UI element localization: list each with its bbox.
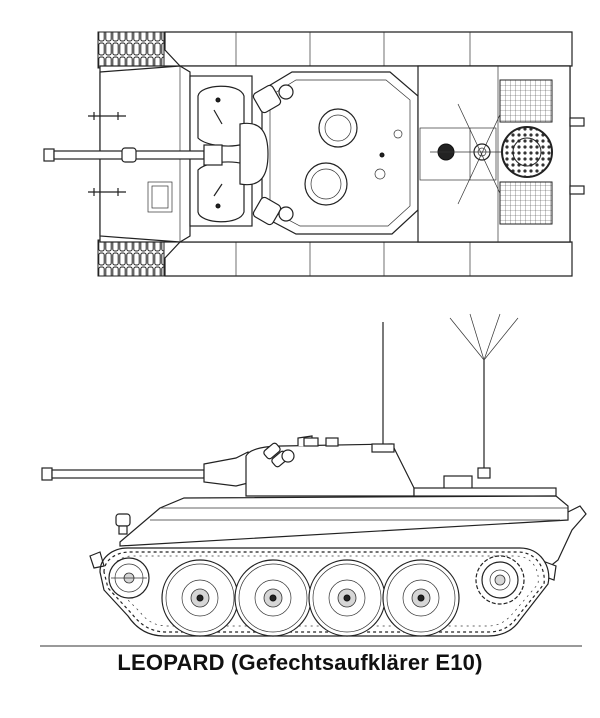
top-driver-hatch-left (197, 85, 245, 147)
top-track-left-rear (97, 239, 165, 277)
top-fender-lower (164, 241, 573, 277)
top-grille-upper (499, 79, 553, 123)
top-view (43, 31, 585, 277)
top-grille-lower (499, 181, 553, 225)
top-engine-deck (417, 65, 585, 243)
top-cupola-front (318, 108, 358, 148)
side-road-wheel-2 (234, 559, 312, 637)
side-view (40, 313, 587, 647)
side-main-gun (41, 451, 253, 487)
top-cooling-fan (501, 126, 553, 178)
top-turret (239, 71, 419, 235)
drawing-caption: LEOPARD (Gefechtsaufklärer E10) (117, 650, 483, 675)
side-road-wheel-3 (308, 559, 386, 637)
side-turret (245, 435, 415, 497)
top-driver-plate (147, 181, 173, 213)
side-headlamp (115, 513, 131, 535)
side-idler-wheel (108, 557, 150, 599)
side-road-wheel-1 (161, 559, 239, 637)
side-drive-sprocket (475, 555, 525, 605)
top-main-gun (43, 144, 223, 166)
top-tow-hooks (88, 112, 126, 196)
top-driver-hatch-right (197, 161, 245, 223)
top-track-left-front (97, 31, 165, 69)
side-antenna-star (449, 313, 519, 479)
side-upper-hull (119, 495, 569, 547)
side-road-wheel-4 (382, 559, 460, 637)
top-fender-upper (164, 31, 573, 67)
